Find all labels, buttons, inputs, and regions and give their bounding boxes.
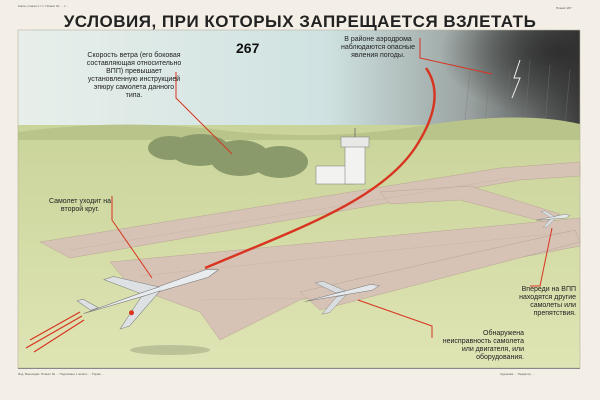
runway-grid bbox=[69, 177, 571, 301]
caption-weather: В районе аэродрома наблюдаются опасные я… bbox=[341, 36, 415, 59]
jet-taking-off bbox=[76, 269, 220, 330]
hills bbox=[18, 117, 580, 140]
go-around-trajectory bbox=[204, 67, 436, 270]
control-tower bbox=[315, 128, 370, 185]
callout-weather bbox=[419, 38, 493, 75]
footer-right-text: Художник … Редактор … bbox=[500, 372, 535, 376]
obstacle-aircraft bbox=[536, 210, 571, 228]
callout-wind bbox=[175, 72, 233, 155]
caption-go-around: Самолет уходит на второй круг. bbox=[48, 198, 112, 213]
callout-malfunction bbox=[357, 299, 433, 338]
callout-go-around bbox=[111, 196, 153, 279]
footer-left-text: Изд. Воениздат. Плакат № … Подписано к п… bbox=[18, 372, 105, 376]
footer-divider bbox=[18, 368, 580, 369]
caption-runway-obstacles: Впереди на ВПП находятся другие самолеты… bbox=[519, 286, 576, 317]
rain bbox=[464, 59, 571, 126]
print-info-top-left: Книга, плакат и т.п. Плакат № … с … bbox=[18, 4, 70, 8]
callout-obstacles bbox=[530, 227, 553, 287]
print-info-top-right: Плакат 267 bbox=[556, 6, 572, 10]
callout-lines bbox=[111, 38, 553, 338]
lightning bbox=[511, 59, 521, 99]
poster-title: УСЛОВИЯ, ПРИ КОТОРЫХ ЗАПРЕЩАЕТСЯ ВЗЛЕТАТ… bbox=[63, 12, 537, 31]
caption-wind: Скорость ветра (его боковая составляющая… bbox=[86, 52, 182, 99]
faulty-aircraft bbox=[304, 281, 380, 315]
exhaust-flame bbox=[25, 311, 85, 353]
poster-number: 267 bbox=[236, 40, 260, 56]
caption-malfunction: Обнаружена неисправность самолета или дв… bbox=[442, 330, 524, 361]
tree-line bbox=[148, 134, 308, 178]
plane-shadow bbox=[130, 345, 210, 355]
